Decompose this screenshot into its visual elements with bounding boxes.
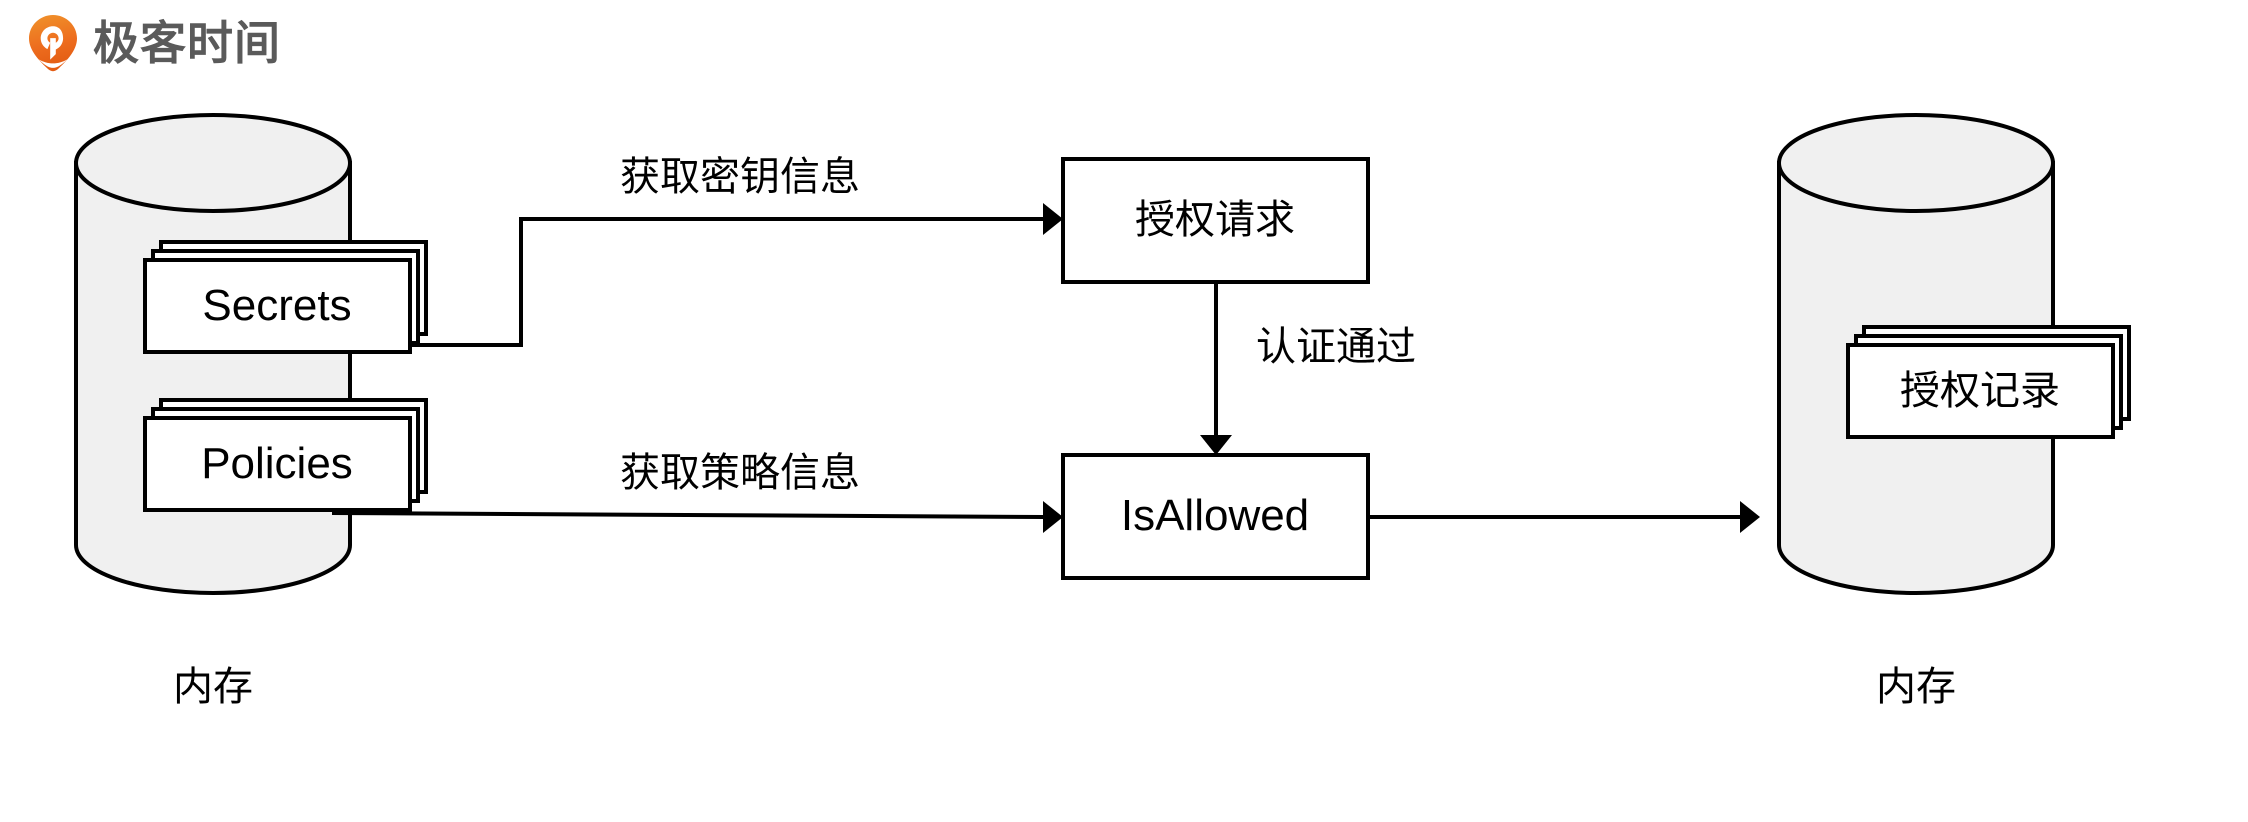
card-label-secrets: Secrets <box>202 281 351 330</box>
arrowhead-icon <box>1043 203 1063 235</box>
card-stack-layer-1 <box>143 258 412 354</box>
edge-label-get-policy-info: 获取策略信息 <box>620 450 860 496</box>
arrowhead-icon <box>1043 501 1063 533</box>
arrowhead-icon <box>1740 501 1760 533</box>
node-auth-request-box[interactable] <box>1061 157 1370 284</box>
edge-path <box>331 511 1044 519</box>
card-label-auth-records: 授权记录 <box>1900 368 2060 414</box>
right-memory-store: 授权记录 内存 <box>1777 113 2131 710</box>
geekbang-pin-logo-icon <box>29 15 77 72</box>
node-is-allowed[interactable]: IsAllowed <box>1061 453 1370 580</box>
card-label-policies: Policies <box>201 439 353 488</box>
card-stack-secrets: Secrets <box>143 240 428 354</box>
brand-logo: 极客时间 <box>26 14 281 72</box>
brand-name: 极客时间 <box>93 16 281 70</box>
card-stack-policies: Policies <box>143 398 428 512</box>
edge-is-allowed-to-records <box>1368 501 1760 533</box>
edge-auth-request-to-is-allowed: 认证通过 <box>1200 282 1416 455</box>
card-stack-layer-1 <box>143 416 412 512</box>
node-auth-request[interactable]: 授权请求 <box>1061 157 1370 284</box>
node-is-allowed-box[interactable] <box>1061 453 1370 580</box>
node-is-allowed-label: IsAllowed <box>1121 491 1309 540</box>
arrowhead-icon <box>1200 435 1232 455</box>
right-store-caption: 内存 <box>1876 664 1956 710</box>
edge-label-auth-passed: 认证通过 <box>1256 324 1416 370</box>
edge-secrets-to-auth-request: 获取密钥信息 <box>410 154 1063 347</box>
edge-path <box>410 217 1043 347</box>
cylinder-top <box>1777 113 2055 213</box>
node-auth-request-label: 授权请求 <box>1135 197 1295 243</box>
cylinder-body <box>74 161 352 595</box>
edge-policies-to-is-allowed: 获取策略信息 <box>331 450 1063 533</box>
card-stack-auth-records: 授权记录 <box>1846 325 2131 439</box>
cylinder-top <box>74 113 352 213</box>
edge-label-get-secret-info: 获取密钥信息 <box>620 154 860 200</box>
left-memory-store: Secrets Policies 内存 <box>74 113 428 710</box>
left-store-caption: 内存 <box>173 664 253 710</box>
card-stack-layer-1 <box>1846 343 2115 439</box>
